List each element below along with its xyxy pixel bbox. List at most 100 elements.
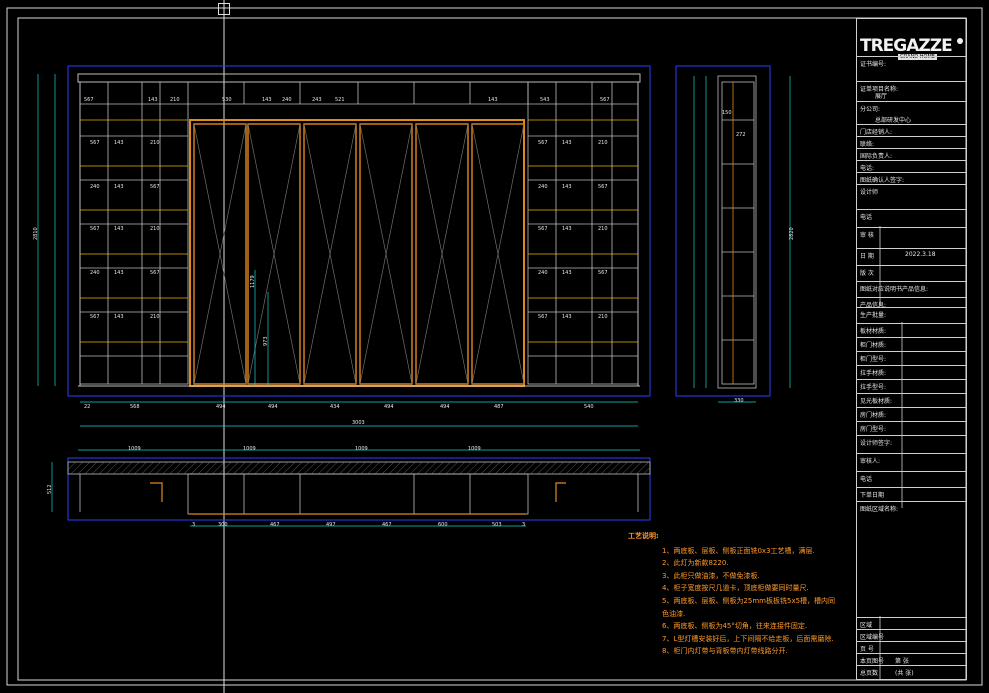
title-block-label: 门店经销人:	[860, 129, 893, 136]
note-item: 3、此柜只做油漆，不做免漆板.	[662, 571, 760, 580]
process-notes: 工艺说明: 1、两底板、层板、侧板正面铣0x3工艺槽，满层.2、此灯为新款822…	[628, 530, 835, 658]
dimension-label: 272	[736, 132, 746, 138]
cursor-pickbox	[218, 3, 230, 15]
dimension-label: 543	[540, 97, 550, 103]
title-block-row	[857, 56, 966, 57]
dimension-label: 567	[598, 270, 608, 276]
dimension-label: 512	[47, 484, 53, 494]
dimension-label: 240	[282, 97, 292, 103]
dimension-label: 143	[114, 270, 124, 276]
title-block-value: 展厅	[875, 93, 888, 100]
title-block-row	[857, 281, 966, 282]
dimension-label: 1009	[355, 446, 368, 452]
title-block-label: 产品信息:	[860, 302, 887, 309]
title-block-label: 联络:	[860, 141, 875, 148]
title-block-label: 区域	[860, 622, 873, 629]
dimension-label: 521	[335, 97, 345, 103]
dimension-label: 568	[130, 404, 140, 410]
dimension-label: 143	[114, 140, 124, 146]
dimension-label: 143	[114, 184, 124, 190]
title-block-row	[857, 101, 966, 102]
title-block-label: 生产批量:	[860, 312, 887, 319]
title-block-label: 设计师	[860, 189, 879, 196]
dimension-label: 1009	[128, 446, 141, 452]
dimension-label: 143	[488, 97, 498, 103]
dimension-label: 494	[216, 404, 226, 410]
title-block-label: 柜门材质:	[860, 342, 887, 349]
dimension-label: 22	[84, 404, 91, 410]
dimension-label: 1009	[243, 446, 256, 452]
dimension-label: 240	[538, 270, 548, 276]
title-block: 证书编号:证单项目名称:展厅分公司:总部研发中心门店经销人:联络:国际负责人:电…	[856, 18, 967, 680]
dimension-label: 494	[268, 404, 278, 410]
title-block-row	[857, 227, 966, 228]
upper-compartments	[188, 82, 529, 105]
title-block-label: 日 期	[860, 253, 874, 260]
elevation-body	[79, 81, 639, 387]
title-block-row	[857, 248, 966, 249]
dimension-label: 143	[562, 140, 572, 146]
title-block-label: 图纸区域名称:	[860, 506, 899, 513]
dimension-label: 143	[562, 314, 572, 320]
title-block-label: 板材材质:	[860, 328, 887, 335]
title-block-label: 本页图号	[860, 658, 885, 665]
title-block-label: 拉手型号:	[860, 384, 887, 391]
dimension-label: 567	[90, 140, 100, 146]
title-block-row	[857, 641, 966, 642]
title-block-label: 区域编号	[860, 634, 885, 641]
note-item: 1、两底板、层板、侧板正面铣0x3工艺槽，满层.	[662, 546, 815, 555]
dimension-label: 567	[84, 97, 94, 103]
dimension-label: 3	[192, 522, 196, 528]
title-block-label: 设计师签字:	[860, 440, 893, 447]
right-shelf-cabinet	[527, 81, 639, 385]
title-block-row	[857, 487, 966, 488]
dimension-label: 210	[170, 97, 180, 103]
plan-dimensions	[51, 449, 640, 527]
notes-heading: 工艺说明:	[628, 532, 659, 540]
dimension-label: 487	[494, 404, 504, 410]
title-block-row	[857, 307, 966, 308]
title-block-row	[857, 407, 966, 408]
title-block-row	[857, 337, 966, 338]
dimension-label: 143	[114, 314, 124, 320]
dimension-label: 240	[538, 184, 548, 190]
dimension-label: 143	[148, 97, 158, 103]
title-block-label: 房门型号:	[860, 426, 887, 433]
title-block-row	[857, 421, 966, 422]
dimension-label: 503	[492, 522, 502, 528]
title-block-row	[857, 172, 966, 173]
dimension-label: 2810	[33, 227, 39, 240]
note-item: 7、L型灯槽安装好后，上下间隔不给走板，后面需磨除.	[662, 634, 834, 643]
title-block-label: 房门材质:	[860, 412, 887, 419]
title-block-row	[857, 265, 966, 266]
dimension-label: 210	[150, 226, 160, 232]
dimension-label: 567	[150, 270, 160, 276]
dimension-label: 143	[562, 226, 572, 232]
title-block-row	[857, 393, 966, 394]
dimension-label: 150	[722, 110, 732, 116]
dimension-label: 240	[90, 270, 100, 276]
dimension-label: 3003	[352, 420, 365, 426]
title-block-row	[857, 297, 966, 298]
title-block-lines	[879, 226, 903, 680]
dimension-label: 210	[598, 226, 608, 232]
title-block-label: 页 号	[860, 646, 874, 653]
dimension-label: 567	[90, 314, 100, 320]
title-block-label: 图纸确认人签字:	[860, 177, 905, 184]
left-shelf-cabinet	[79, 81, 189, 385]
title-block-row	[857, 81, 966, 82]
plan-section	[67, 461, 651, 515]
dimension-label: 210	[150, 314, 160, 320]
title-block-row	[857, 136, 966, 137]
note-item: 8、柜门内灯带与背板带内灯带线路分开.	[662, 647, 788, 656]
title-block-row	[857, 629, 966, 630]
dimension-label: 143	[262, 97, 272, 103]
dimension-label: 143	[562, 270, 572, 276]
dimension-label: 494	[384, 404, 394, 410]
title-block-label: 审核人:	[860, 458, 881, 465]
title-block-label: 图纸对应说明书产品信息:	[860, 286, 929, 293]
dimension-label: 600	[438, 522, 448, 528]
elevation-dimensions	[37, 74, 638, 427]
title-block-label: 拉手材质:	[860, 370, 887, 377]
